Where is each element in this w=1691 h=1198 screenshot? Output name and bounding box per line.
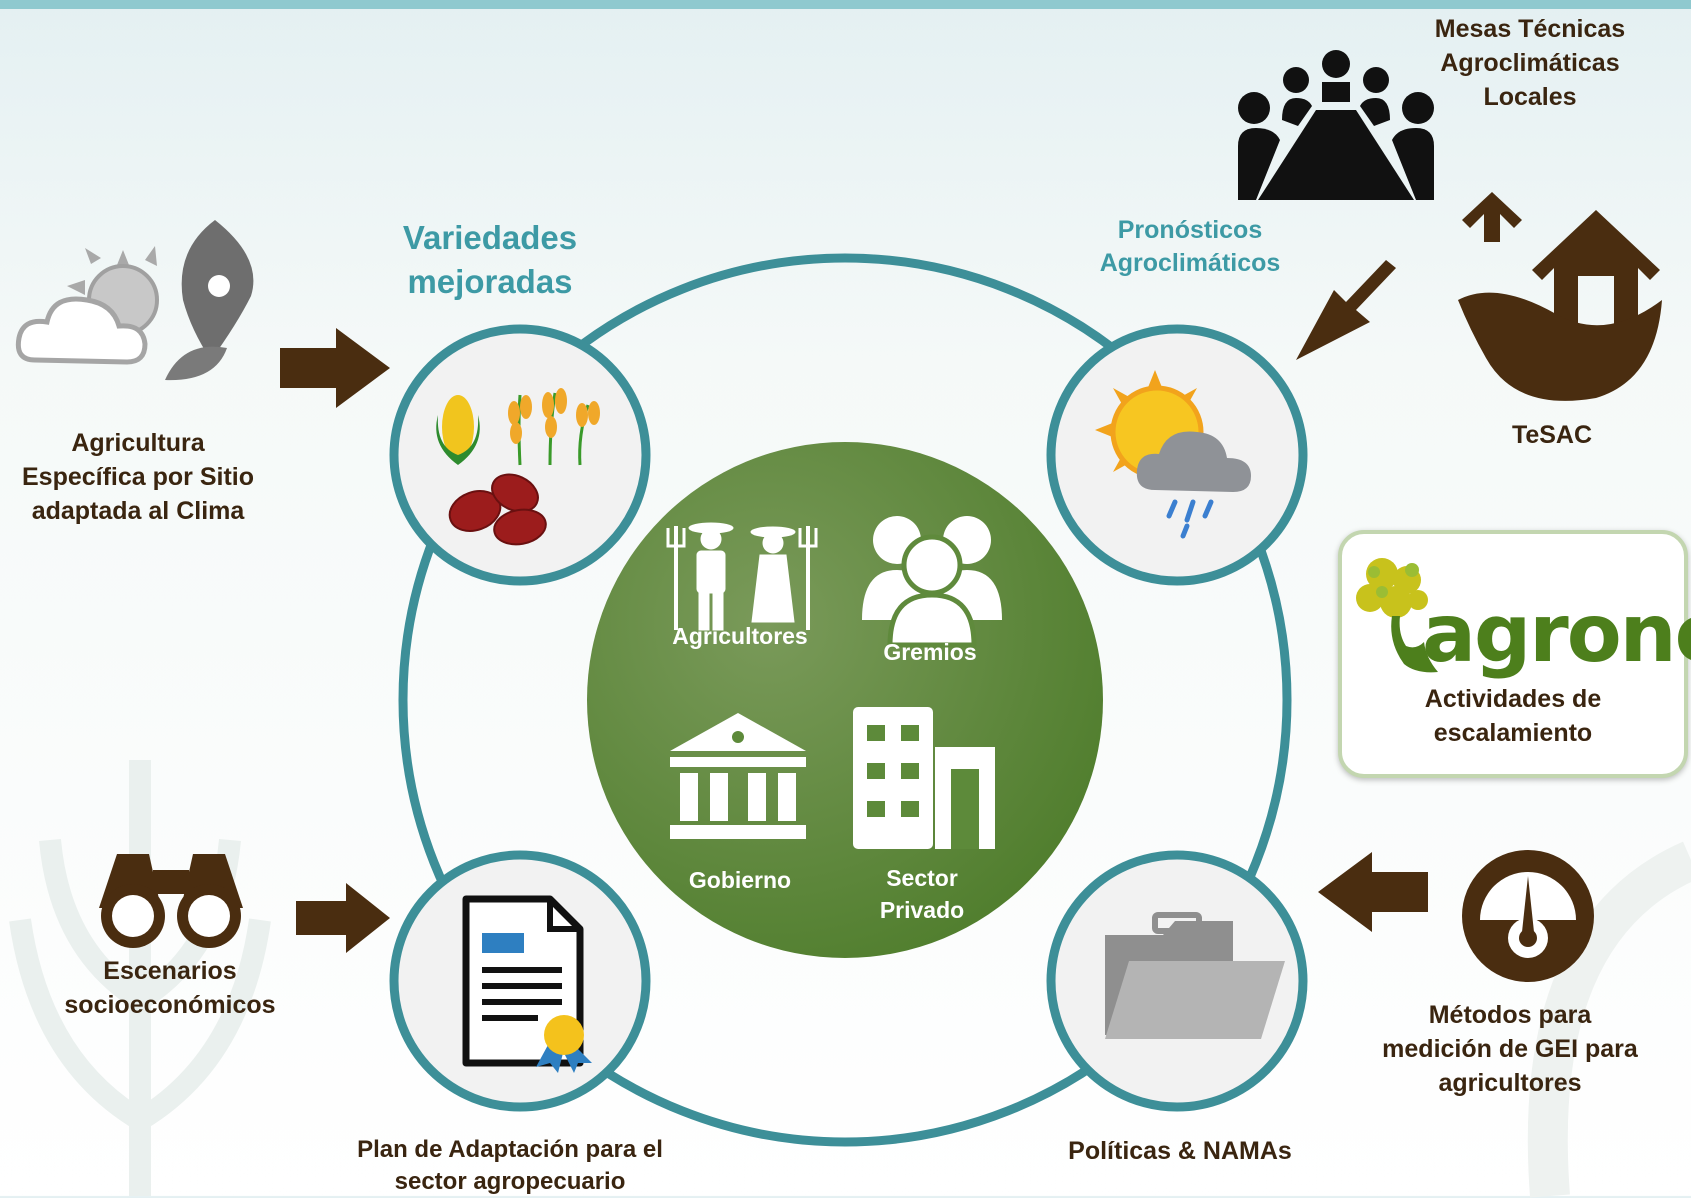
folder-icon [1105,912,1285,1039]
arrow-escenarios [296,883,390,953]
corn-wheat-beans-icon [436,388,600,546]
agronet-badge: agronet Actividades de escalamiento [1338,530,1691,778]
label-sector-privado: Sector Privado [879,865,965,923]
label-agricultura: Agricultura Específica por Sitio adaptad… [21,429,254,525]
government-building-icon [670,713,806,839]
badge-text: Actividades de escalamiento [1424,685,1602,747]
sun-rain-cloud-icon [1095,370,1251,539]
people-group-icon [862,516,1002,648]
label-agricultores: Agricultores [672,623,808,649]
farmers-icon [666,522,818,631]
house-leaf-icon [1458,192,1662,401]
document-certificate-icon [462,895,592,1073]
arrow-tesac [1296,260,1396,360]
gauge-icon [1462,850,1594,982]
title-variedades: Variedades mejoradas [402,219,578,300]
title-plan: Plan de Adaptación para el sector agrope… [357,1136,663,1195]
leaf-watermark-right [1527,841,1691,1198]
title-pronosticos: Pronósticos Agroclimáticos [1099,216,1281,277]
binoculars-icon [99,854,243,948]
label-gobierno: Gobierno [688,867,792,893]
label-tesac: TeSAC [1511,421,1593,449]
label-mesas: Mesas Técnicas Agroclimáticas Locales [1434,15,1626,111]
sun-cloud-pin-icon [15,220,254,381]
office-building-icon [853,707,995,849]
agronet-tree-logo [1356,558,1438,673]
agronet-wordmark: agronet [1422,587,1691,680]
arrow-metodos [1318,852,1428,932]
top-bar [0,0,1691,9]
arrow-agricultura [280,328,390,408]
title-politicas: Políticas & NAMAs [1068,1137,1292,1165]
label-escenarios: Escenarios socioeconómicos [64,957,276,1019]
label-metodos: Métodos para medición de GEI para agricu… [1382,1001,1638,1097]
label-gremios: Gremios [883,639,977,665]
meeting-table-icon [1238,50,1434,200]
